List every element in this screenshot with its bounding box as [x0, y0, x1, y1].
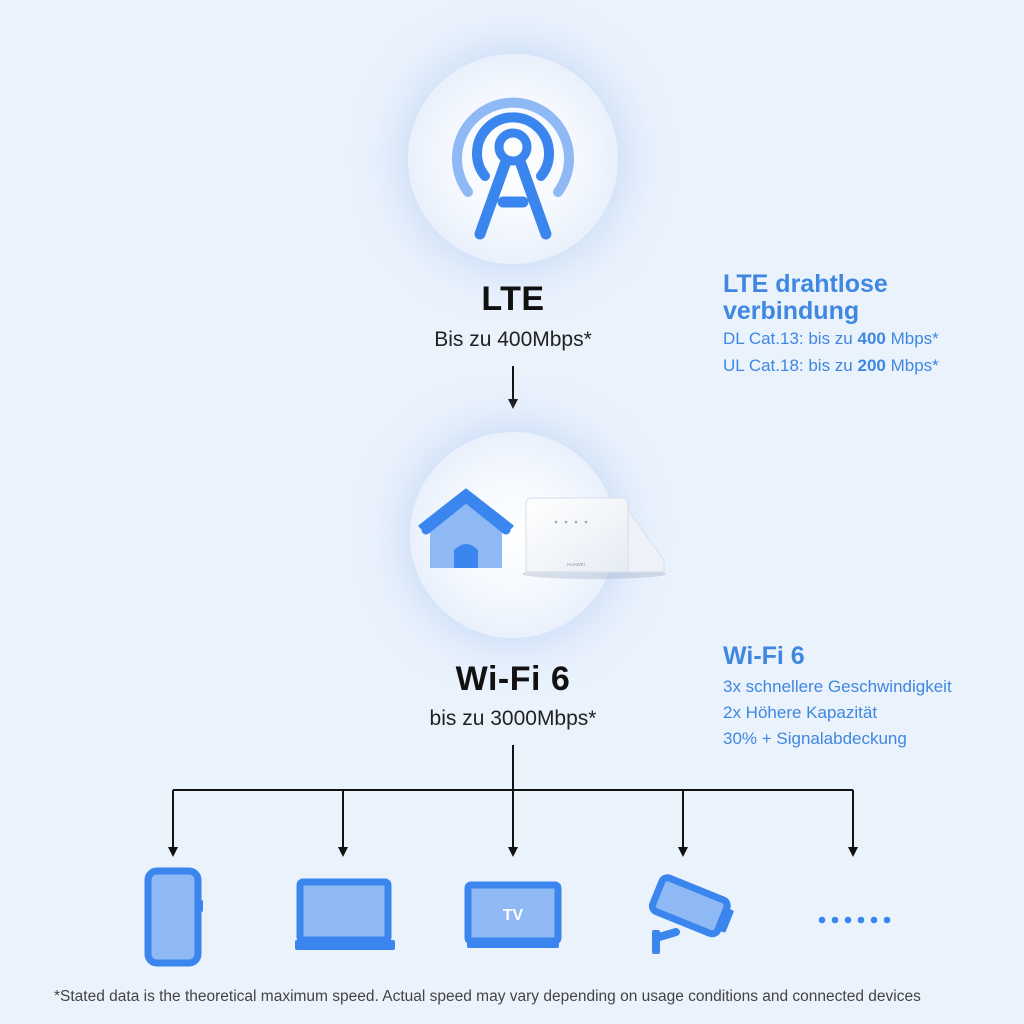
lte-info-heading-line1: LTE drahtlose — [723, 270, 888, 298]
lte-title: LTE — [481, 280, 545, 318]
wifi-speed: bis zu 3000Mbps* — [429, 707, 597, 730]
lte-info-heading: LTE drahtlose verbindung — [723, 271, 888, 325]
wifi-title: Wi-Fi 6 — [455, 660, 571, 698]
security-camera-icon — [648, 874, 734, 954]
tv-icon: TV — [464, 881, 562, 948]
lte-speed: Bis zu 400Mbps* — [434, 328, 592, 351]
wifi-info-heading: Wi-Fi 6 — [723, 642, 805, 670]
wifi-feature-1: 3x schnellere Geschwindigkeit — [723, 677, 952, 696]
lte-dl-spec: DL Cat.13: bis zu 400 Mbps* — [723, 329, 939, 348]
cell-tower-icon — [452, 97, 574, 240]
wifi-feature-3: 30% + Signalabdeckung — [723, 729, 907, 748]
footnote: *Stated data is the theoretical maximum … — [54, 988, 921, 1005]
tv-label: TV — [503, 907, 524, 924]
laptop-icon — [295, 878, 395, 950]
smartphone-icon — [144, 867, 203, 967]
house-icon — [418, 488, 514, 568]
router-device-icon: HUAWEI — [522, 497, 666, 579]
wifi-feature-2: 2x Höhere Kapazität — [723, 703, 878, 722]
router-brand-label: HUAWEI — [567, 562, 585, 567]
lte-ul-spec: UL Cat.18: bis zu 200 Mbps* — [723, 356, 939, 375]
lte-info-heading-line2: verbindung — [723, 297, 860, 325]
more-dots-icon — [818, 916, 891, 924]
